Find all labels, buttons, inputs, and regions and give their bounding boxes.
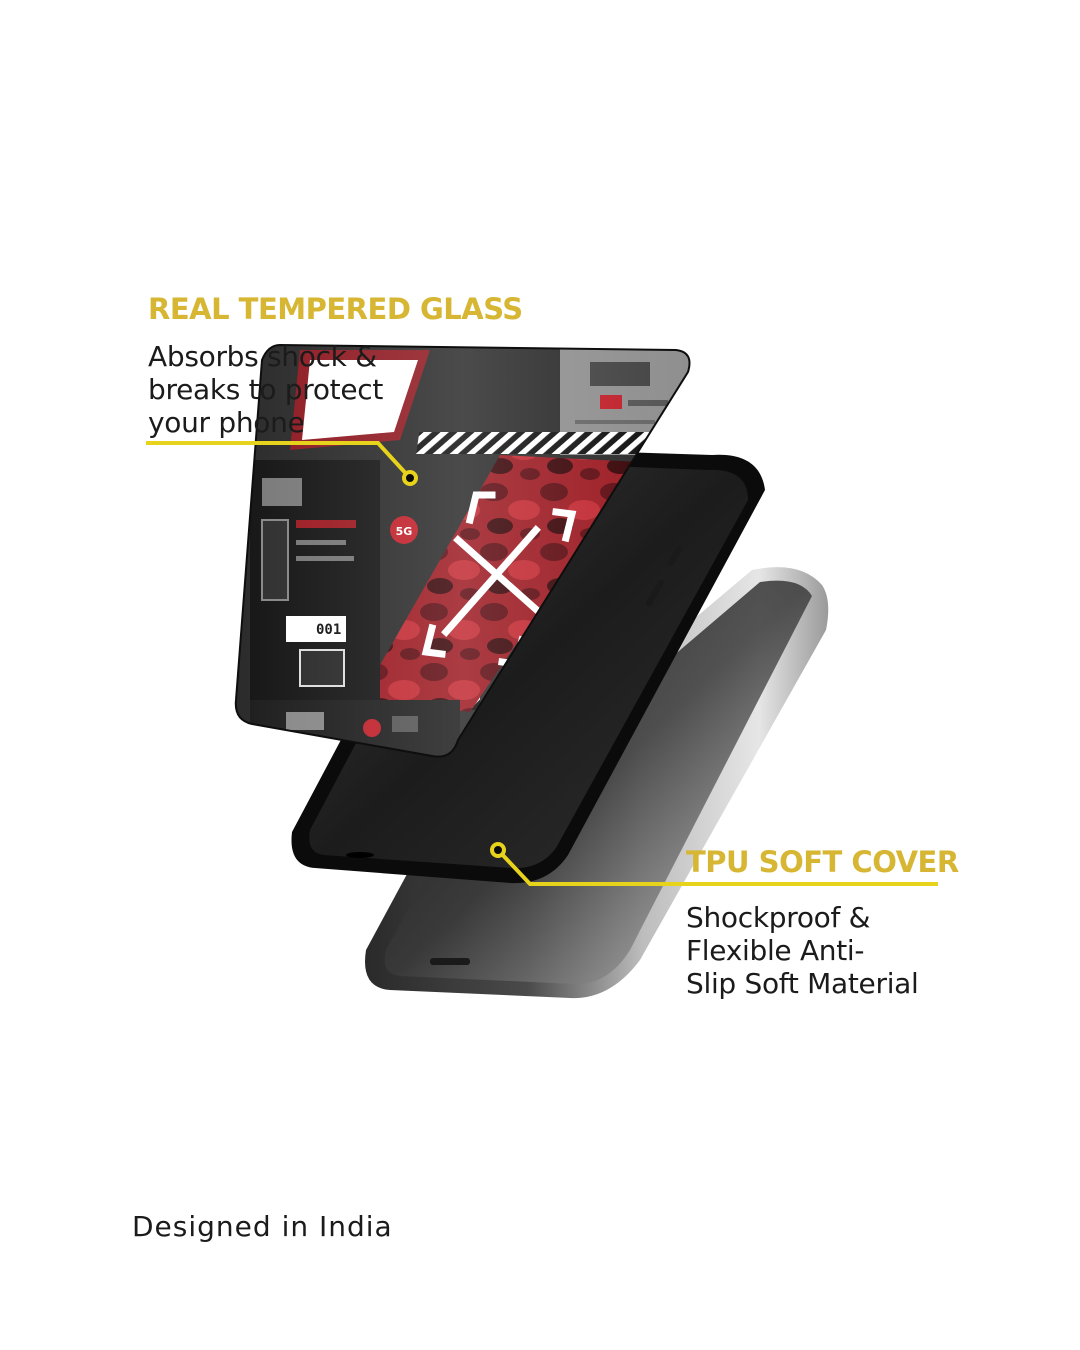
glass-line-1: Absorbs shock & xyxy=(148,340,377,373)
tpu-line-2: Flexible Anti- xyxy=(686,934,865,967)
callout-glass: REAL TEMPERED GLASS Absorbs shock & brea… xyxy=(148,292,548,440)
glass-heading: REAL TEMPERED GLASS xyxy=(148,292,523,326)
footer-designed-in: Designed in India xyxy=(132,1210,393,1243)
tpu-line-1: Shockproof & xyxy=(686,901,871,934)
tpu-heading: TPU SOFT COVER xyxy=(686,845,959,879)
port-icon xyxy=(430,958,470,965)
callout-line-glass xyxy=(146,441,418,486)
tpu-cover xyxy=(291,448,765,884)
tpu-line-3: Slip Soft Material xyxy=(686,967,919,1000)
glass-line-2: breaks to protect xyxy=(148,373,384,406)
callout-tpu: TPU SOFT COVER Shockproof & Flexible Ant… xyxy=(686,845,986,1001)
glass-line-3: your phone xyxy=(148,406,305,439)
callout-line-tpu xyxy=(490,842,938,886)
